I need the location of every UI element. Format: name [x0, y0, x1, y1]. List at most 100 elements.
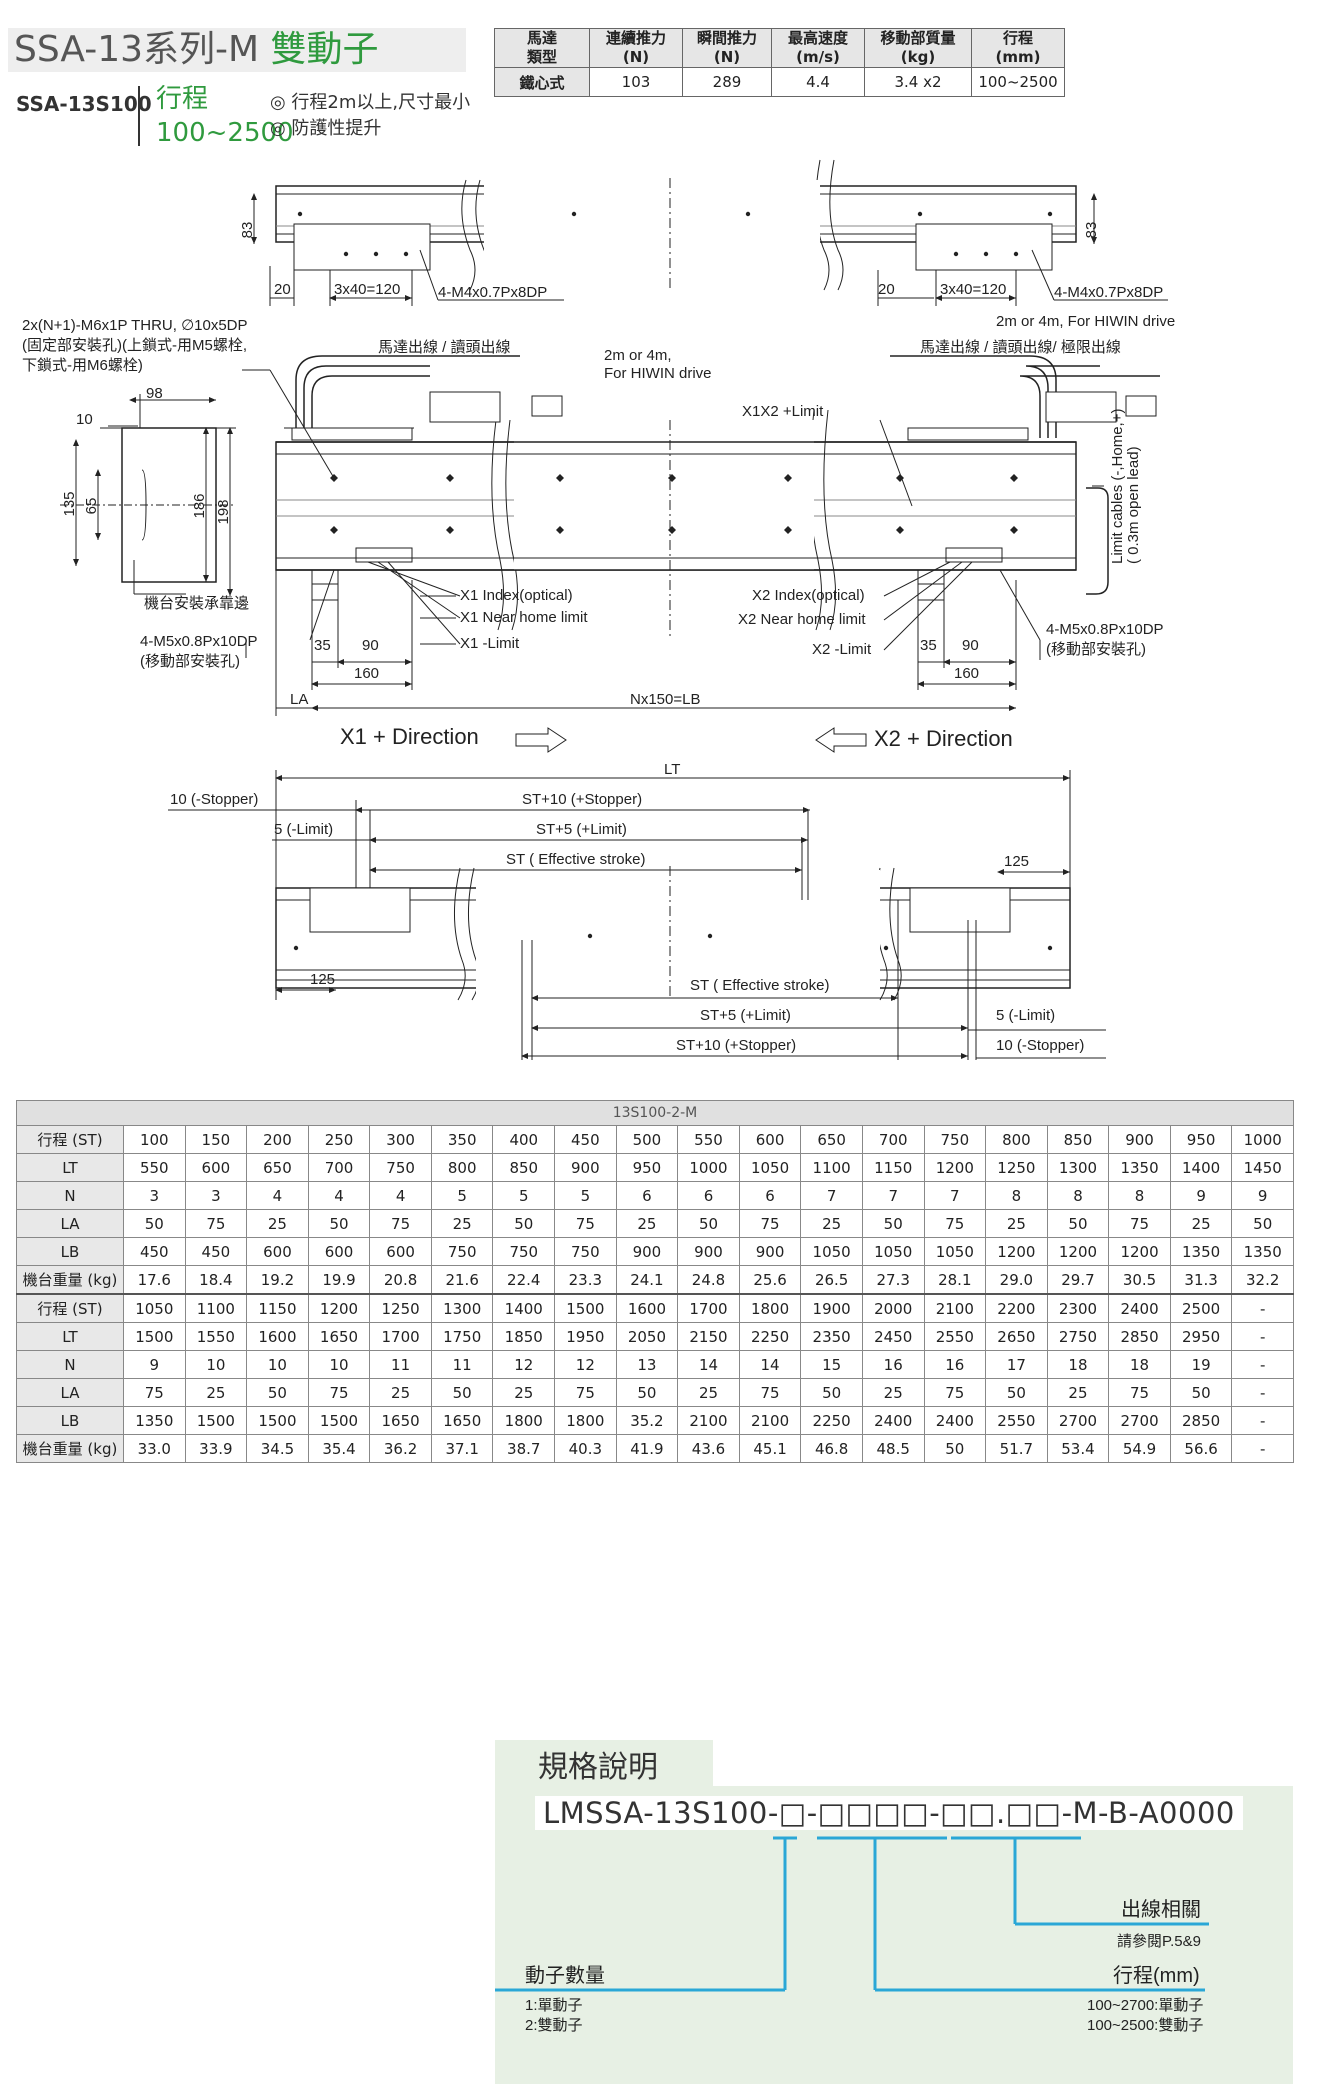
table-cell: 8	[985, 1181, 1048, 1210]
mover-tap-right-1: 4-M5x0.8Px10DP	[1046, 621, 1164, 638]
table-cell: 22.4	[492, 1265, 556, 1295]
table-cell: 1650	[369, 1406, 432, 1435]
wiring-note: 請參閱P.5&9	[1117, 1933, 1201, 1950]
table-cell: 250	[307, 1125, 371, 1154]
table-cell: 50	[492, 1209, 556, 1238]
table-cell: -	[1231, 1406, 1294, 1435]
mover-tap-left-1: 4-M5x0.8Px10DP	[140, 633, 258, 650]
bottom-left-mover	[309, 887, 411, 933]
table-cell: 75	[554, 1378, 617, 1407]
dim-160-right: 160	[954, 665, 979, 682]
dim-nx150: Nx150=LB	[630, 691, 700, 708]
table-cell: -	[1231, 1378, 1294, 1407]
row-label: LB	[16, 1237, 124, 1266]
table-cell: 41.9	[615, 1434, 679, 1463]
table-cell: 4	[307, 1181, 371, 1210]
table-cell: 500	[615, 1125, 679, 1154]
dim-90-right: 90	[962, 637, 979, 654]
table-cell: 17.6	[123, 1265, 186, 1295]
top-right-mover	[915, 223, 1053, 271]
table-cell: 2250	[800, 1406, 863, 1435]
table-cell: 1050	[861, 1237, 925, 1266]
table-cell: 1000	[677, 1153, 740, 1182]
table-cell: 25	[800, 1209, 863, 1238]
table-cell: 2100	[738, 1406, 802, 1435]
table-cell: -	[1231, 1322, 1294, 1351]
table-cell: 53.4	[1046, 1434, 1110, 1463]
table-cell: 33.0	[123, 1434, 186, 1463]
table-cell: 8	[1046, 1181, 1110, 1210]
table-cell: 1250	[369, 1293, 432, 1323]
table-cell: 30.5	[1108, 1265, 1171, 1295]
table-cell: 1500	[307, 1406, 371, 1435]
table-cell: 25	[246, 1209, 309, 1238]
dim-10: 10	[76, 411, 93, 428]
x2-minus-limit: X2 -Limit	[812, 641, 872, 658]
table-cell: 18	[1108, 1350, 1171, 1379]
table-cell: 1200	[985, 1237, 1048, 1266]
table-cell: 75	[1108, 1209, 1171, 1238]
table-cell: 36.2	[369, 1434, 432, 1463]
table-cell: 1550	[184, 1322, 248, 1351]
cable-length-2: For HIWIN drive	[604, 365, 712, 382]
table-cell: 24.8	[677, 1265, 740, 1295]
dim-135: 135	[61, 491, 78, 516]
row-label: LB	[16, 1406, 124, 1435]
motor-cable-right: 馬達出線 / 讀頭出線/ 極限出線	[920, 339, 1121, 356]
st-plus-10-bottom: ST+10 (+Stopper)	[676, 1037, 796, 1054]
table-cell: 56.6	[1169, 1434, 1233, 1463]
dim-98: 98	[146, 385, 163, 402]
table-cell: 1250	[985, 1153, 1048, 1182]
x1-minus-limit: X1 -Limit	[460, 635, 520, 652]
table-cell: 15	[800, 1350, 863, 1379]
table-cell: 1100	[800, 1153, 863, 1182]
table-cell: 18	[1046, 1350, 1110, 1379]
table-cell: 75	[554, 1209, 617, 1238]
table-cell: 2500	[1169, 1293, 1233, 1323]
table-cell: 50	[923, 1434, 987, 1463]
mover-opt-2: 2:雙動子	[525, 2017, 583, 2034]
table-cell: 50	[1231, 1209, 1294, 1238]
table-cell: 19	[1169, 1350, 1233, 1379]
st-plus-10: ST+10 (+Stopper)	[522, 791, 642, 808]
table-cell: 2150	[677, 1322, 740, 1351]
table-cell: 50	[1046, 1209, 1110, 1238]
table-cell: 75	[307, 1378, 371, 1407]
table-cell: 7	[923, 1181, 987, 1210]
table-cell: 650	[246, 1153, 309, 1182]
spec-panel	[495, 1786, 1293, 2084]
table-cell: 24.1	[615, 1265, 679, 1295]
spec-header-stroke: 行程(mm)	[971, 28, 1065, 68]
table-cell: 28.1	[923, 1265, 987, 1295]
table-cell: 51.7	[985, 1434, 1048, 1463]
cable-right: 2m or 4m, For HIWIN drive	[996, 313, 1175, 330]
table-cell: 600	[184, 1153, 248, 1182]
table-cell: 50	[430, 1378, 494, 1407]
x1x2-limit: X1X2 +Limit	[742, 403, 824, 420]
table-cell: 850	[492, 1153, 556, 1182]
limit-minus-5-bottom: 5 (-Limit)	[996, 1007, 1055, 1024]
table-cell: 1400	[1169, 1153, 1233, 1182]
x2-direction-arrow	[815, 727, 867, 753]
table-cell: 5	[430, 1181, 494, 1210]
st-plus-5-bottom: ST+5 (+Limit)	[700, 1007, 791, 1024]
table-cell: 2550	[985, 1406, 1048, 1435]
table-cell: 10	[184, 1350, 248, 1379]
dim-198: 198	[215, 499, 232, 524]
table-cell: 1500	[554, 1293, 617, 1323]
stroke-label: 行程	[156, 84, 209, 114]
limit-minus-5: 5 (-Limit)	[274, 821, 333, 838]
table-cell: 1200	[1108, 1237, 1171, 1266]
table-cell: 1300	[1046, 1153, 1110, 1182]
dim-la: LA	[290, 691, 308, 708]
table-cell: 1200	[307, 1293, 371, 1323]
table-cell: 50	[615, 1378, 679, 1407]
row-label: LA	[16, 1209, 124, 1238]
table-cell: 3	[123, 1181, 186, 1210]
table-cell: 1050	[738, 1153, 802, 1182]
table-cell: 900	[677, 1237, 740, 1266]
table-cell: 2250	[738, 1322, 802, 1351]
